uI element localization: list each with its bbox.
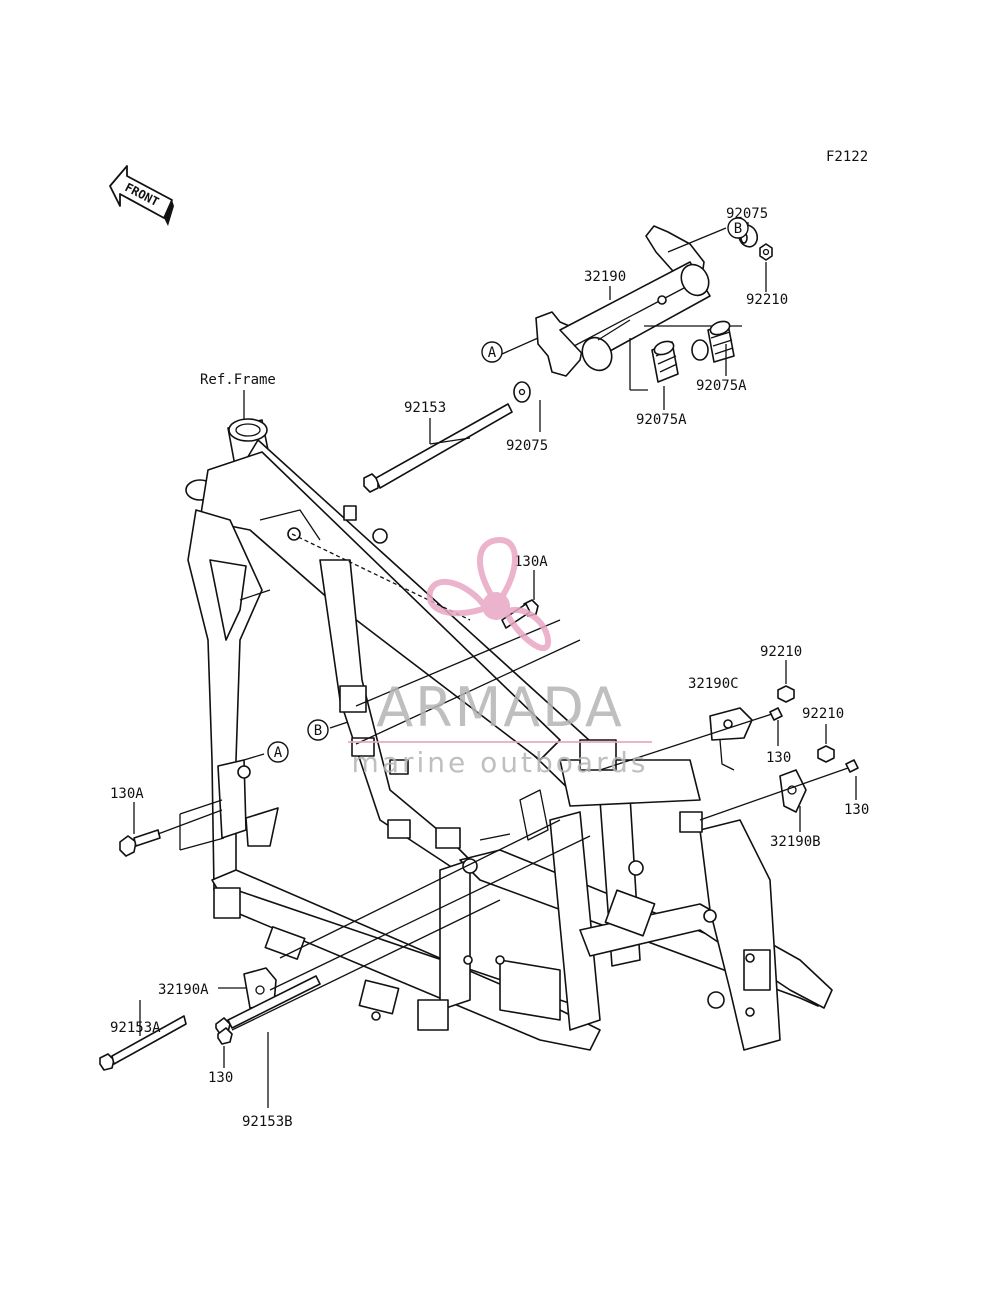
bracket-32190a — [243, 967, 277, 1009]
bracket-32190c — [709, 707, 753, 771]
armada-watermark: ARMADA marine outboards — [348, 536, 652, 779]
bushing-92075a-a — [651, 340, 679, 383]
bolt-92153a — [99, 1015, 187, 1071]
label-ref-frame: Ref.Frame — [200, 372, 276, 388]
upper-mount-bracket — [535, 225, 742, 391]
ref-marker-b-frame: B — [307, 719, 329, 741]
label-92210-top: 92210 — [746, 292, 788, 308]
svg-text:A: A — [488, 345, 497, 361]
label-92153a: 92153A — [110, 1020, 161, 1036]
label-92075a-mid: 92075A — [636, 412, 687, 428]
front-lower-bracket — [217, 759, 279, 847]
callout-leaders — [133, 222, 857, 1108]
label-32190b: 32190B — [770, 834, 821, 850]
front-arrow-icon: FRONT — [109, 165, 174, 226]
bolt-130-bottom — [217, 1027, 233, 1045]
label-130-bottom: 130 — [208, 1070, 233, 1086]
ref-marker-b-top: B — [727, 217, 749, 239]
watermark-brand: ARMADA — [376, 676, 624, 739]
diagram-code: F2122 — [826, 149, 868, 165]
bolt-130-d — [699, 759, 859, 821]
label-92075-mid: 92075 — [506, 438, 548, 454]
label-92153: 92153 — [404, 400, 446, 416]
leader-lines — [157, 533, 591, 1031]
label-32190c: 32190C — [688, 676, 739, 692]
nut-92210-c — [777, 685, 795, 703]
watermark-tagline: marine outboards — [352, 746, 649, 779]
bolt-92153b — [215, 975, 321, 1035]
bracket-32190b — [779, 769, 807, 813]
washer-92075-mid — [513, 381, 531, 403]
label-92210-d: 92210 — [802, 706, 844, 722]
bolt-130-c — [599, 707, 783, 771]
bolt-92153 — [363, 403, 513, 493]
label-130a-top: 130A — [514, 554, 548, 570]
ref-marker-a-frame: A — [267, 741, 289, 763]
nut-92210-d — [817, 745, 835, 763]
bushing-92075a-b — [691, 320, 735, 363]
label-130-d: 130 — [844, 802, 869, 818]
label-32190a: 32190A — [158, 982, 209, 998]
label-130a-left: 130A — [110, 786, 144, 802]
motorcycle-frame — [185, 418, 833, 1051]
propeller-logo-icon — [426, 536, 551, 652]
ref-marker-a-top: A — [481, 341, 503, 363]
label-92075a-right: 92075A — [696, 378, 747, 394]
svg-text:B: B — [734, 221, 742, 237]
svg-text:B: B — [314, 723, 322, 739]
label-130-c: 130 — [766, 750, 791, 766]
nut-92210-top — [759, 243, 773, 261]
label-92210-c: 92210 — [760, 644, 802, 660]
svg-text:A: A — [274, 745, 283, 761]
bolt-130a-left — [119, 829, 161, 857]
label-32190: 32190 — [584, 269, 626, 285]
label-92075-top: 92075 — [726, 206, 768, 222]
label-92153b: 92153B — [242, 1114, 293, 1130]
